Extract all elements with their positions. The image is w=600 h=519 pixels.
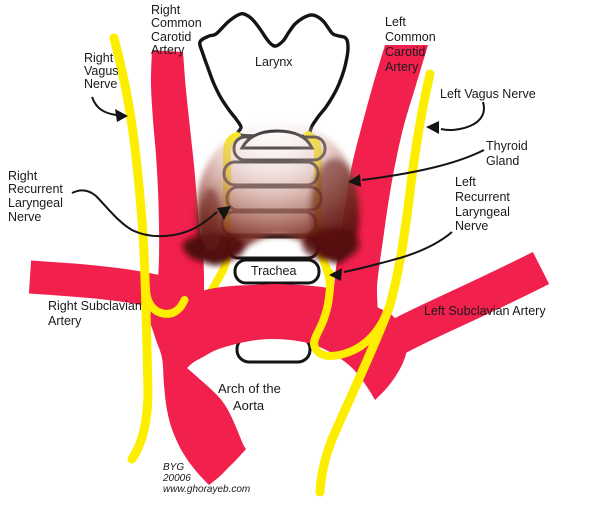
svg-text:Recurrent: Recurrent bbox=[455, 190, 510, 204]
svg-text:Aorta: Aorta bbox=[233, 398, 265, 413]
svg-text:Nerve: Nerve bbox=[8, 210, 41, 224]
svg-text:Right: Right bbox=[151, 3, 181, 17]
svg-text:Right Subclavian: Right Subclavian bbox=[48, 299, 142, 313]
svg-text:Left Vagus Nerve: Left Vagus Nerve bbox=[440, 87, 536, 101]
svg-text:Left: Left bbox=[385, 15, 406, 29]
svg-text:Laryngeal: Laryngeal bbox=[8, 196, 63, 210]
svg-text:Thyroid: Thyroid bbox=[486, 139, 528, 153]
svg-text:Nerve: Nerve bbox=[84, 77, 117, 91]
svg-text:BYG: BYG bbox=[163, 462, 184, 473]
svg-text:Right: Right bbox=[84, 51, 114, 65]
svg-text:20006: 20006 bbox=[162, 473, 191, 484]
svg-text:www.ghorayeb.com: www.ghorayeb.com bbox=[163, 484, 250, 495]
svg-text:Left Subclavian Artery: Left Subclavian Artery bbox=[424, 304, 546, 318]
svg-text:Right: Right bbox=[8, 169, 38, 183]
svg-text:Artery: Artery bbox=[385, 60, 419, 74]
svg-text:Trachea: Trachea bbox=[251, 264, 296, 278]
svg-text:Arch of the: Arch of the bbox=[218, 381, 281, 396]
svg-text:Common: Common bbox=[151, 16, 202, 30]
svg-text:Left: Left bbox=[455, 175, 476, 189]
svg-text:Common: Common bbox=[385, 30, 436, 44]
svg-text:Artery: Artery bbox=[151, 43, 185, 57]
svg-text:Recurrent: Recurrent bbox=[8, 182, 63, 196]
svg-text:Gland: Gland bbox=[486, 154, 519, 168]
svg-text:Larynx: Larynx bbox=[255, 55, 293, 69]
svg-text:Vagus: Vagus bbox=[84, 64, 119, 78]
svg-text:Carotid: Carotid bbox=[151, 30, 191, 44]
svg-text:Artery: Artery bbox=[48, 314, 82, 328]
svg-text:Nerve: Nerve bbox=[455, 219, 488, 233]
svg-text:Laryngeal: Laryngeal bbox=[455, 205, 510, 219]
svg-text:Carotid: Carotid bbox=[385, 45, 425, 59]
